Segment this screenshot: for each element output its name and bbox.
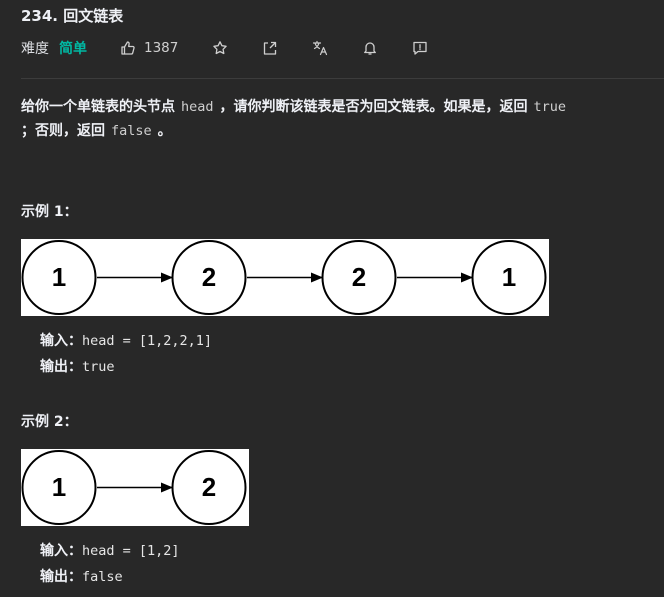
input-label: 输入： xyxy=(40,543,82,559)
list-node xyxy=(171,240,247,315)
example-2-output: 输出：false xyxy=(40,564,180,590)
output-value: true xyxy=(82,359,115,375)
node-value: 2 xyxy=(352,262,366,292)
difficulty-badge: 简单 xyxy=(59,41,87,57)
example-2-io: 输入：head = [1,2] 输出：false xyxy=(40,538,180,590)
node-value: 1 xyxy=(52,262,66,292)
list-node xyxy=(321,240,397,315)
description-text: 。 xyxy=(157,123,172,139)
list-node xyxy=(171,450,247,525)
example-1-title: 示例 1： xyxy=(21,204,78,220)
output-value: false xyxy=(82,569,123,585)
description-text: ，请你判断该链表是否为回文链表。如果是，返回 xyxy=(219,99,528,115)
example-2-title: 示例 2： xyxy=(21,414,78,430)
node-value: 2 xyxy=(202,262,216,292)
inline-code-false: false xyxy=(111,123,152,139)
list-node xyxy=(21,240,97,315)
example-1-linked-list-diagram: 1 2 2 1 xyxy=(21,239,549,316)
inline-code-head: head xyxy=(181,99,214,115)
output-label: 输出： xyxy=(40,569,82,585)
description-text: ；否则，返回 xyxy=(21,123,105,139)
example-1-io: 输入：head = [1,2,2,1] 输出：true xyxy=(40,328,212,380)
translate-icon[interactable] xyxy=(311,39,329,57)
bell-icon[interactable] xyxy=(361,39,379,57)
problem-title: 234. 回文链表 xyxy=(21,7,124,25)
example-2-input: 输入：head = [1,2] xyxy=(40,538,180,564)
problem-meta-bar: 难度 简单 1387 xyxy=(21,38,429,58)
input-value: head = [1,2] xyxy=(82,543,180,559)
feedback-icon[interactable] xyxy=(411,39,429,57)
problem-description: 给你一个单链表的头节点 head ，请你判断该链表是否为回文链表。如果是，返回 tru… xyxy=(21,95,661,143)
node-value: 1 xyxy=(52,472,66,502)
inline-code-true: true xyxy=(533,99,567,115)
divider xyxy=(21,78,664,79)
node-value: 1 xyxy=(502,262,516,292)
difficulty-label: 难度 xyxy=(21,41,49,57)
like-button[interactable]: 1387 xyxy=(119,39,178,57)
share-icon[interactable] xyxy=(261,39,279,57)
example-1-input: 输入：head = [1,2,2,1] xyxy=(40,328,212,354)
example-1-output: 输出：true xyxy=(40,354,212,380)
list-node xyxy=(471,240,547,315)
output-label: 输出： xyxy=(40,359,82,375)
star-icon[interactable] xyxy=(211,39,229,57)
thumbs-up-icon xyxy=(119,39,137,57)
description-text: 给你一个单链表的头节点 xyxy=(21,99,175,115)
input-value: head = [1,2,2,1] xyxy=(82,333,213,349)
input-label: 输入： xyxy=(40,333,82,349)
node-value: 2 xyxy=(202,472,216,502)
example-2-linked-list-diagram: 1 2 xyxy=(21,449,249,526)
list-node xyxy=(21,450,97,525)
like-count: 1387 xyxy=(144,40,179,56)
